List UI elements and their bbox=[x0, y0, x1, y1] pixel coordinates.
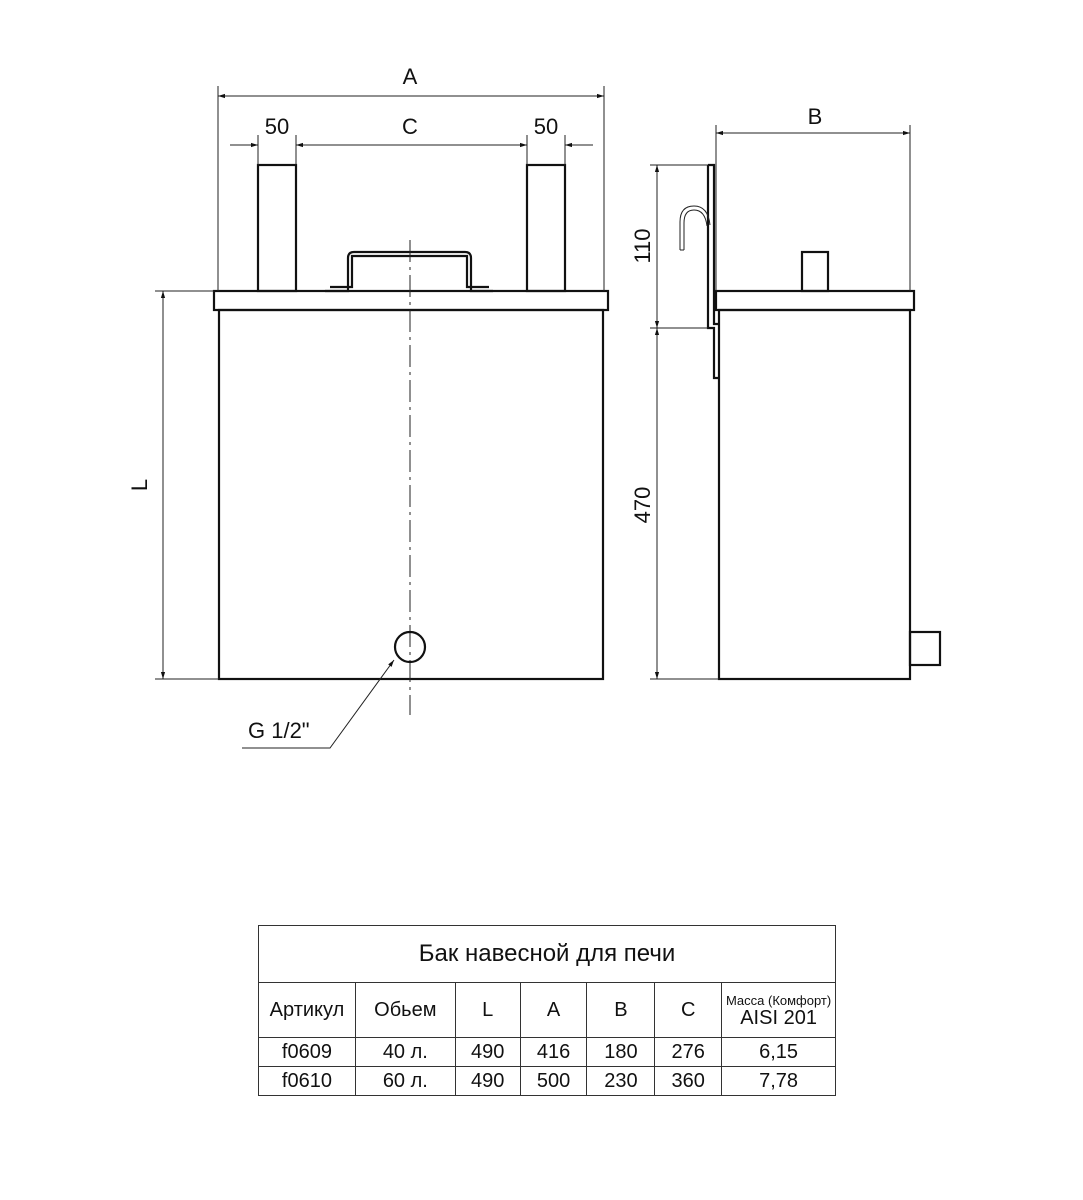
dim-c-label: C bbox=[402, 114, 418, 139]
header-c: C bbox=[654, 982, 723, 1038]
hanger-plate bbox=[706, 163, 719, 380]
cell-l: 490 bbox=[454, 1037, 521, 1067]
cell-c: 276 bbox=[654, 1037, 723, 1067]
fitting-circle bbox=[393, 630, 427, 664]
header-volume: Обьем bbox=[354, 982, 456, 1038]
header-a: A bbox=[519, 982, 588, 1038]
table-row: f0610 60 л. 490 500 230 360 7,78 bbox=[258, 1066, 836, 1096]
side-body bbox=[717, 308, 912, 681]
side-view: B 110 470 bbox=[630, 104, 942, 681]
side-lid bbox=[714, 289, 916, 312]
table-title: Бак навесной для печи bbox=[258, 925, 836, 983]
mass-header-line2: AISI 201 bbox=[740, 1006, 817, 1029]
side-fitting bbox=[908, 630, 942, 667]
header-article: Артикул bbox=[258, 982, 356, 1038]
hook bbox=[679, 205, 711, 251]
cell-volume: 40 л. bbox=[354, 1037, 456, 1067]
cell-b: 230 bbox=[586, 1066, 656, 1096]
header-l: L bbox=[454, 982, 521, 1038]
cell-a: 500 bbox=[519, 1066, 588, 1096]
table-row: f0609 40 л. 490 416 180 276 6,15 bbox=[258, 1037, 836, 1067]
cell-volume: 60 л. bbox=[354, 1066, 456, 1096]
fitting-leader bbox=[242, 659, 395, 749]
mass-header-line1: Масса (Комфорт) bbox=[725, 992, 832, 1008]
cell-b: 180 bbox=[586, 1037, 656, 1067]
table-header-row: Артикул Обьем L A B C Масса (Комфорт)AIS… bbox=[258, 982, 836, 1038]
side-knob bbox=[800, 250, 830, 293]
cell-mass: 6,15 bbox=[721, 1037, 836, 1067]
spec-table: Бак навесной для печи Артикул Обьем L A … bbox=[258, 925, 836, 1096]
dim-b-label: B bbox=[808, 104, 823, 129]
cell-c: 360 bbox=[654, 1066, 723, 1096]
lid bbox=[212, 289, 610, 312]
dim-a-label: A bbox=[403, 64, 418, 89]
fitting-label: G 1/2" bbox=[248, 718, 310, 743]
header-mass: Масса (Комфорт)AISI 201 bbox=[721, 982, 836, 1038]
left-pipe bbox=[256, 163, 298, 293]
dim-470-label: 470 bbox=[630, 487, 655, 524]
dim-l-label: L bbox=[127, 479, 152, 491]
front-view: G 1/2" A 50 C 50 L bbox=[127, 64, 610, 749]
cell-article: f0609 bbox=[258, 1037, 356, 1067]
cell-a: 416 bbox=[519, 1037, 588, 1067]
dim-left-50-label: 50 bbox=[265, 114, 289, 139]
cell-l: 490 bbox=[454, 1066, 521, 1096]
cell-article: f0610 bbox=[258, 1066, 356, 1096]
dim-right-50-label: 50 bbox=[534, 114, 558, 139]
dim-110-label: 110 bbox=[630, 228, 655, 263]
cell-mass: 7,78 bbox=[721, 1066, 836, 1096]
tank-body bbox=[217, 308, 605, 681]
right-pipe bbox=[525, 163, 567, 293]
technical-drawing: G 1/2" A 50 C 50 L B 110 470 bbox=[127, 64, 942, 749]
header-b: B bbox=[586, 982, 656, 1038]
